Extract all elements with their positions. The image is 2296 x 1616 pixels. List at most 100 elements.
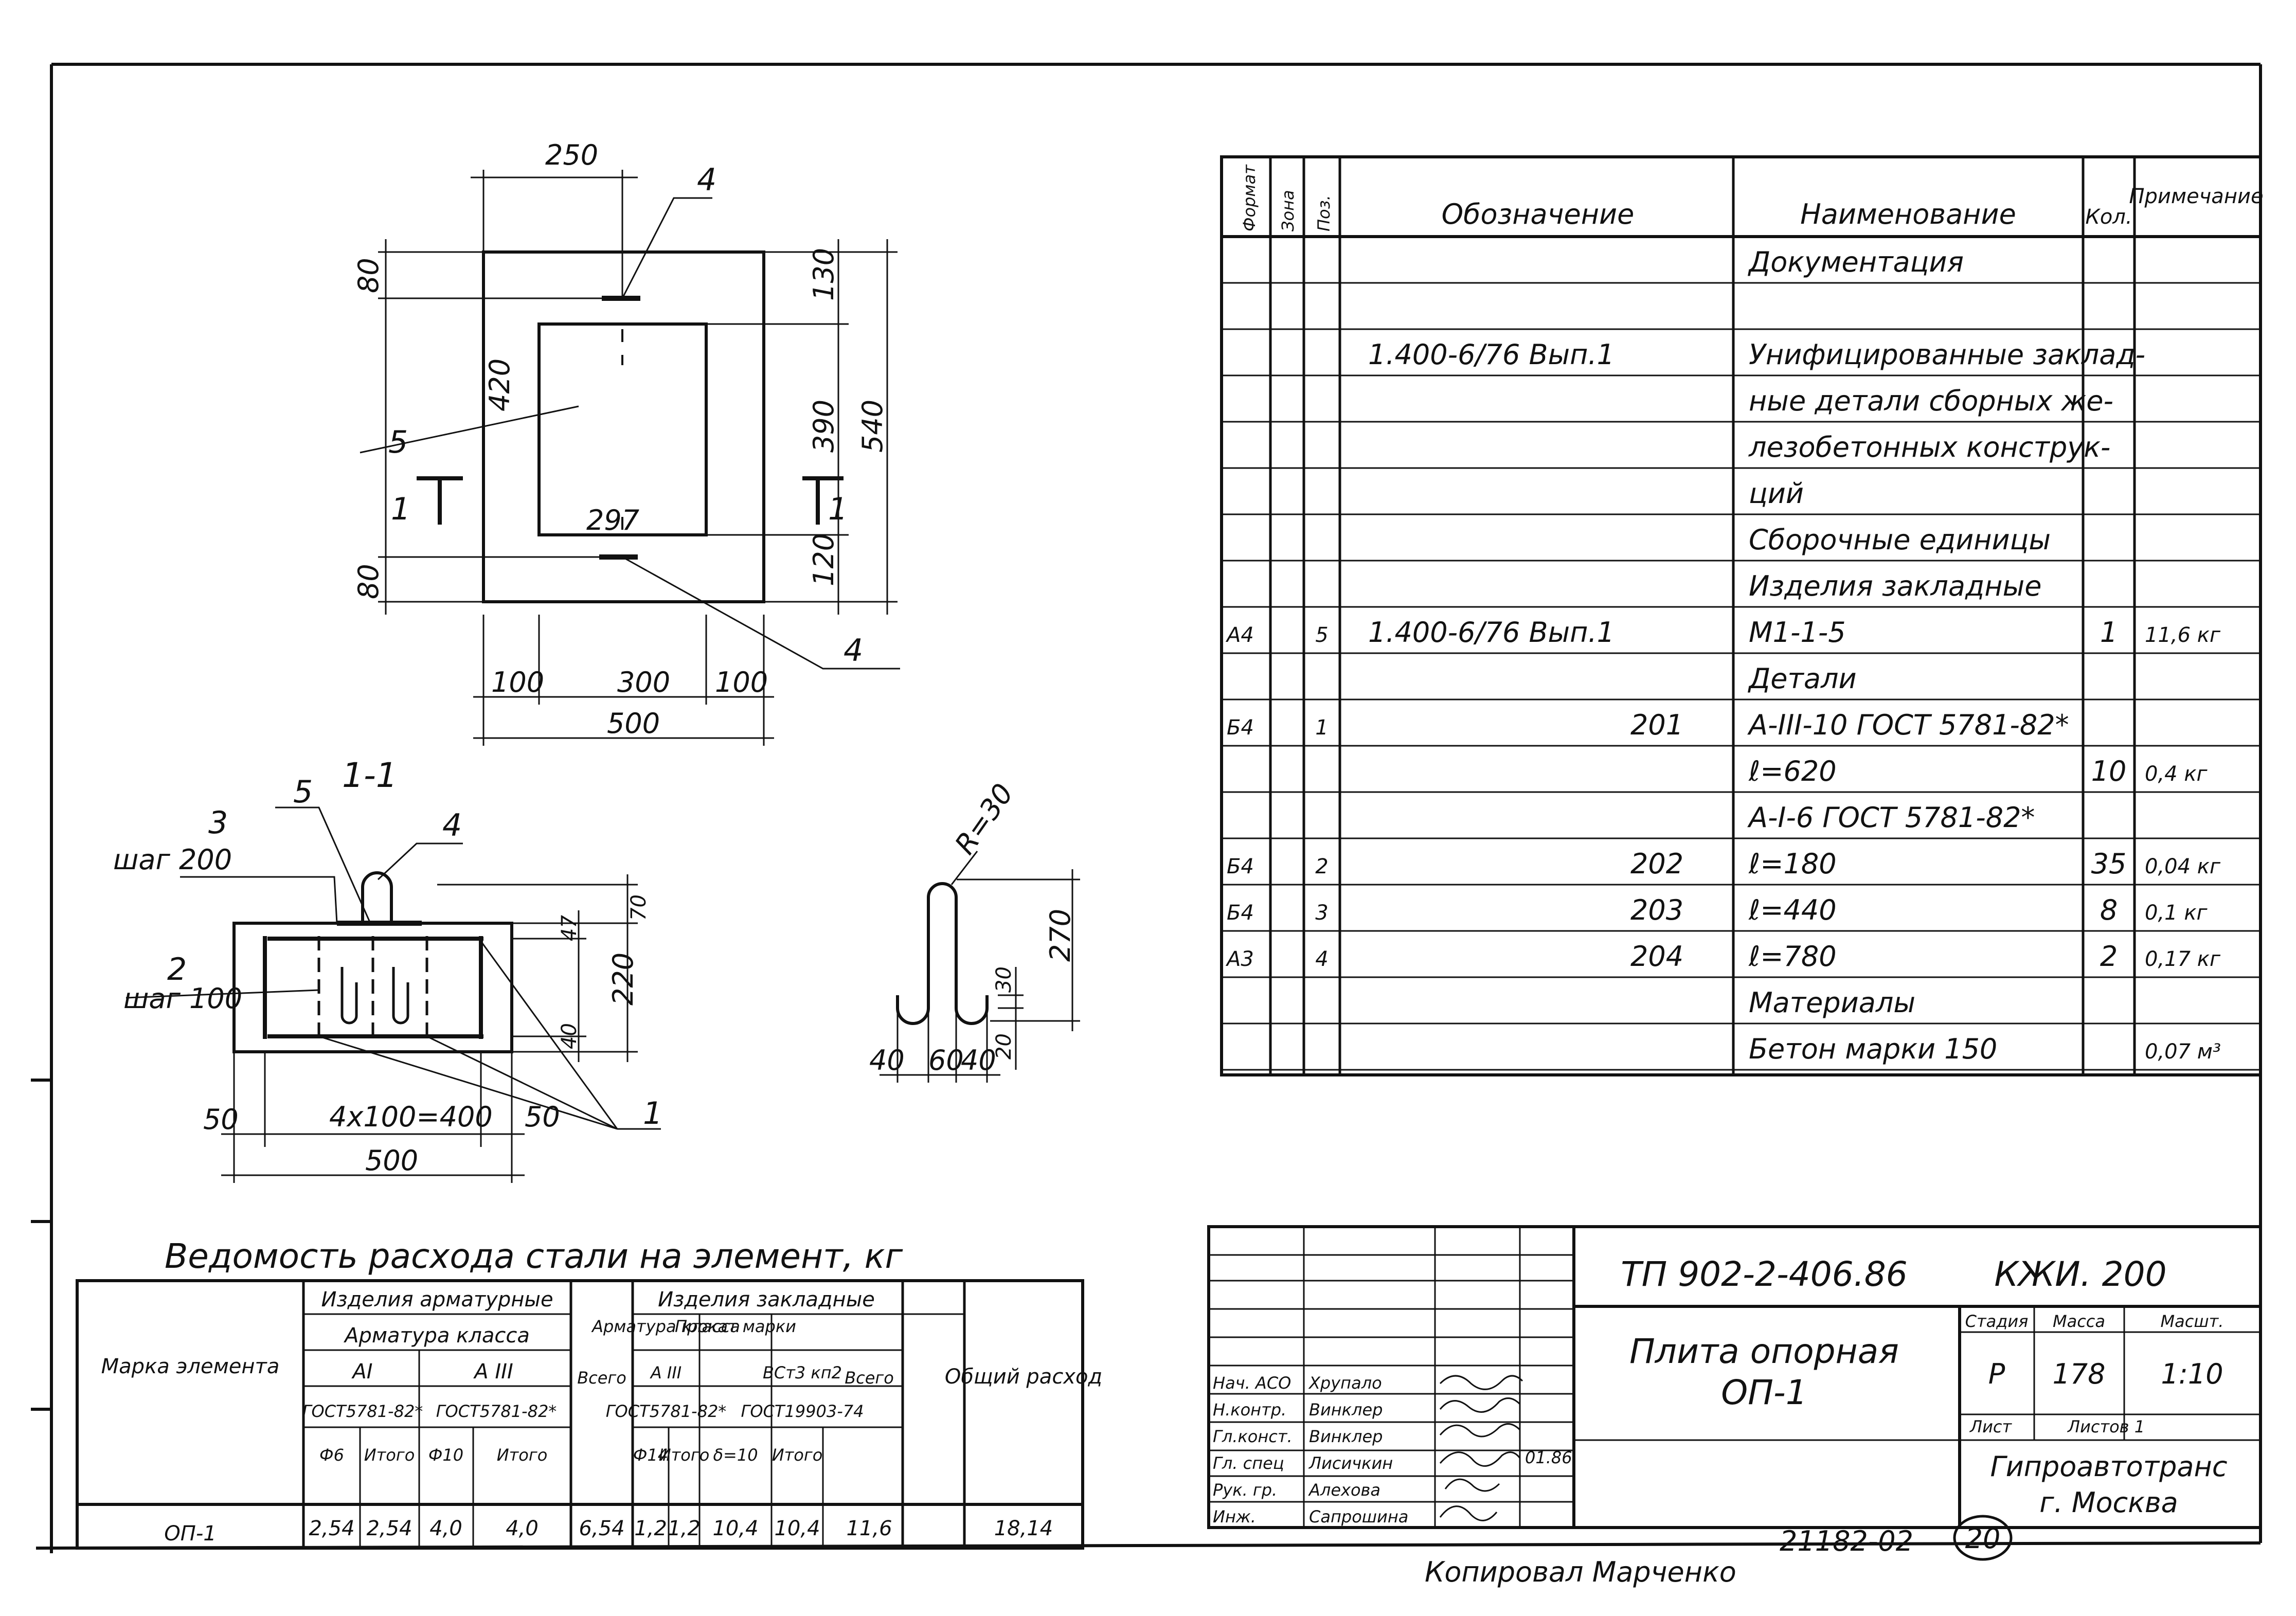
dim-40-hook-left: 40 <box>869 1044 905 1076</box>
steel-row-v8: 10,4 <box>712 1517 758 1540</box>
spec-cell-pos: 1 <box>1315 716 1328 740</box>
callout-5: 5 <box>388 424 408 460</box>
signature-6 <box>1439 1505 1498 1521</box>
dim-50-right: 50 <box>525 1101 560 1133</box>
hook-detail-labels: R=30 270 30 20 40 60 40 <box>869 778 1077 1076</box>
spec-cell-note: 0,04 кг <box>2145 855 2221 878</box>
spec-cell-note: 0,07 м³ <box>2145 1040 2221 1064</box>
steel-row-v11: 18,14 <box>994 1517 1053 1540</box>
spec-table-header: Формат Зона Поз. Обозначение Наименовани… <box>1240 164 2264 231</box>
spec-cell-name: ℓ=780 <box>1748 940 1837 973</box>
stamp-role: Рук. гр. <box>1213 1480 1277 1500</box>
steel-mark-header: Марка элемента <box>101 1355 280 1378</box>
steel-row-v10: 11,6 <box>846 1517 892 1540</box>
dim-47: 47 <box>558 915 581 941</box>
spec-cell-name: Изделия закладные <box>1749 570 2041 602</box>
spec-cell-designation: 202 <box>1630 848 1683 880</box>
dim-540: 540 <box>856 400 889 453</box>
dim-297: 297 <box>586 504 639 536</box>
stamp-person-name: Лисичкин <box>1308 1453 1393 1473</box>
steel-itogo-3: Итого <box>659 1445 710 1465</box>
section-view <box>125 806 661 1183</box>
spec-cell-qty: 10 <box>2091 755 2127 787</box>
steel-embedded-rebar: Арматура класса <box>591 1317 740 1336</box>
callout-3: 3 <box>208 805 228 841</box>
stamp-person-name: Винклер <box>1309 1400 1383 1420</box>
plan-view-labels: 250 4 80 420 130 390 120 540 5 1 1 297 8… <box>352 139 889 740</box>
stamp-person-name: Хрупало <box>1308 1373 1382 1393</box>
dim-30-hook: 30 <box>992 966 1016 993</box>
spec-cell-pos: 2 <box>1315 855 1328 878</box>
signature-2 <box>1439 1397 1521 1413</box>
scale-header: Масшт. <box>2161 1312 2224 1331</box>
callout-5-section: 5 <box>293 774 313 810</box>
dim-500: 500 <box>607 707 660 740</box>
spec-cell-pos: 4 <box>1315 947 1328 971</box>
dim-60-hook: 60 <box>928 1044 964 1076</box>
spec-cell-name: Сборочные единицы <box>1749 524 2051 556</box>
steel-gost-a: ГОСТ5781-82* <box>302 1402 423 1421</box>
steel-row-v5: 6,54 <box>579 1517 624 1540</box>
steel-row-v2: 2,54 <box>366 1517 412 1540</box>
hook-detail <box>880 851 1080 1083</box>
dim-40-hook-right: 40 <box>961 1044 996 1076</box>
steel-itogo-1: Итого <box>364 1445 415 1465</box>
steel-gost-d: ГОСТ19903-74 <box>741 1402 864 1421</box>
steel-f10: Ф10 <box>428 1445 463 1465</box>
section-view-labels: 1-1 3 шаг 200 5 4 2 шаг 100 47 70 220 40… <box>113 756 662 1177</box>
dim-120: 120 <box>808 533 840 586</box>
stamp-role: Гл. спец <box>1213 1453 1284 1473</box>
steel-row-v3: 4,0 <box>429 1517 462 1540</box>
stamp-role: Гл.конст. <box>1213 1427 1293 1446</box>
dim-300: 300 <box>617 666 670 698</box>
scale-value: 1:10 <box>2161 1358 2223 1390</box>
steel-embedded-group: Изделия закладные <box>658 1288 875 1312</box>
sheet-code: КЖИ. 200 <box>1994 1254 2166 1294</box>
spec-cell-designation: 203 <box>1630 894 1683 926</box>
stage-header: Стадия <box>1965 1312 2029 1331</box>
spec-cell-name: ℓ=620 <box>1748 755 1837 787</box>
dim-390: 390 <box>808 400 840 453</box>
steel-embedded-vst3: ВСт3 кп2 <box>763 1363 842 1382</box>
steel-rebar-class: Арматура класса <box>343 1324 530 1348</box>
spec-cell-qty: 2 <box>2100 940 2118 973</box>
dim-420: 420 <box>483 358 516 411</box>
dim-50-left: 50 <box>203 1103 239 1136</box>
spec-cell-name: лезобетонных конструк- <box>1748 431 2110 463</box>
spec-cell-designation: 1.400-6/76 Вып.1 <box>1368 338 1615 371</box>
steel-table-title: Ведомость расхода стали на элемент, кг <box>165 1236 903 1276</box>
steel-gost-c: ГОСТ5781-82* <box>606 1402 727 1421</box>
organization-city: г. Москва <box>2039 1486 2178 1519</box>
steel-class-aiii: A III <box>473 1360 513 1384</box>
spec-cell-fmt: А4 <box>1225 623 1254 647</box>
title-block <box>1207 1225 2262 1529</box>
dim-20-hook: 20 <box>992 1033 1016 1060</box>
spec-cell-note: 0,1 кг <box>2145 901 2208 925</box>
steel-d610: δ=10 <box>713 1445 758 1465</box>
steel-row-mark: ОП-1 <box>164 1522 216 1546</box>
callout-4-section: 4 <box>442 807 462 843</box>
section-title: 1-1 <box>342 756 398 795</box>
spec-cell-pos: 5 <box>1315 623 1328 647</box>
callout-4-top: 4 <box>697 162 716 198</box>
header-zone: Зона <box>1278 190 1298 231</box>
sheet-label: Лист <box>1969 1417 2012 1437</box>
signature-4 <box>1439 1451 1521 1467</box>
steel-embedded-aiii: A III <box>650 1363 681 1382</box>
dim-250: 250 <box>545 139 598 171</box>
spec-cell-name: Детали <box>1748 662 1857 695</box>
step-200: шаг 200 <box>113 843 232 876</box>
section-mark-right: 1 <box>828 491 848 527</box>
signature-3 <box>1439 1423 1521 1438</box>
spec-cell-name: ℓ=440 <box>1748 894 1837 926</box>
signature-1 <box>1439 1375 1523 1390</box>
copied-by: Копировал Марченко <box>1425 1556 1736 1588</box>
organization: Гипроавтотранс <box>1990 1450 2227 1483</box>
drawing-title-1: Плита опорная <box>1629 1332 1899 1371</box>
stamp-person-name: Алехова <box>1308 1480 1380 1500</box>
steel-table <box>76 1279 1084 1550</box>
steel-table-text: Марка элемента Изделия арматурные Армату… <box>101 1288 1102 1546</box>
spec-cell-designation: 204 <box>1630 940 1683 973</box>
stage-value: Р <box>1988 1358 2005 1390</box>
